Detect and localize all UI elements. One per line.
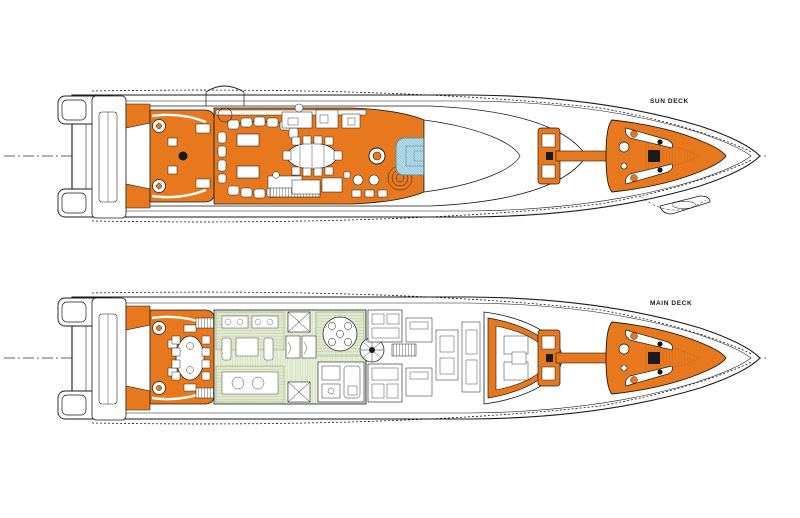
helm-controls: [343, 171, 388, 198]
hull-inner-line-upper: [85, 100, 752, 212]
deck-machinery-upper: [267, 103, 361, 195]
windlass-stbd-upper: [625, 163, 673, 185]
life-ring-icon: [368, 147, 386, 165]
aft-deck-fittings-upper: [151, 113, 211, 199]
foredeck-walkway-main: [537, 329, 623, 387]
rail-line-main-port: [91, 291, 753, 355]
aft-dining-table-main: [171, 324, 211, 392]
bow-fitting-upper: [620, 162, 628, 170]
main-deck-plan: MAIN DECK: [4, 291, 766, 425]
cabinet-blocks: [285, 311, 317, 403]
tender-stowage-upper: [639, 195, 711, 215]
spiral-staircase-main: [359, 337, 385, 363]
bow-hatch-upper: [618, 141, 630, 153]
dining-table-upper: [282, 135, 343, 177]
stern-bulwark-main-bot: [125, 385, 151, 411]
cabins-and-heads: [317, 361, 365, 403]
rail-line-upper-stbd: [91, 159, 753, 223]
coffee-table-2: [236, 165, 260, 179]
anchor-block-upper: [648, 150, 660, 162]
round-dining-table-main: [322, 316, 358, 352]
salon-furniture: [221, 315, 279, 395]
windlass-port-main: [625, 329, 673, 351]
rail-line-upper-port: [91, 89, 753, 153]
sofa-side-cushions: [217, 131, 227, 184]
windlass-stbd-main: [625, 365, 673, 387]
aft-stair-main-2: [195, 387, 217, 399]
deck-label-main: MAIN DECK: [650, 300, 692, 307]
rail-line-main-stbd: [91, 361, 753, 425]
galley-technical-main: [367, 309, 481, 403]
stern-platform-main: [57, 297, 127, 421]
stern-bulwark-upper-bot: [125, 183, 151, 209]
bow-hatch-main: [618, 343, 630, 355]
bow-house-detail-main: [503, 335, 529, 381]
foredeck-walkway-upper: [537, 127, 623, 185]
stern-platform-upper: [57, 95, 127, 219]
anchor-block-main: [648, 352, 660, 364]
deck-label-upper: SUN DECK: [650, 98, 689, 105]
hull-inner-line-main: [85, 302, 752, 414]
aft-stair-main-1: [195, 317, 217, 329]
coffee-table-1: [236, 133, 260, 147]
upper-deck-plan: SUN DECK: [4, 85, 766, 223]
bow-fitting-main: [620, 364, 628, 372]
mid-stair-main: [391, 343, 417, 357]
windlass-port-upper: [625, 127, 673, 149]
bow-superstructure-upper: [423, 119, 521, 193]
